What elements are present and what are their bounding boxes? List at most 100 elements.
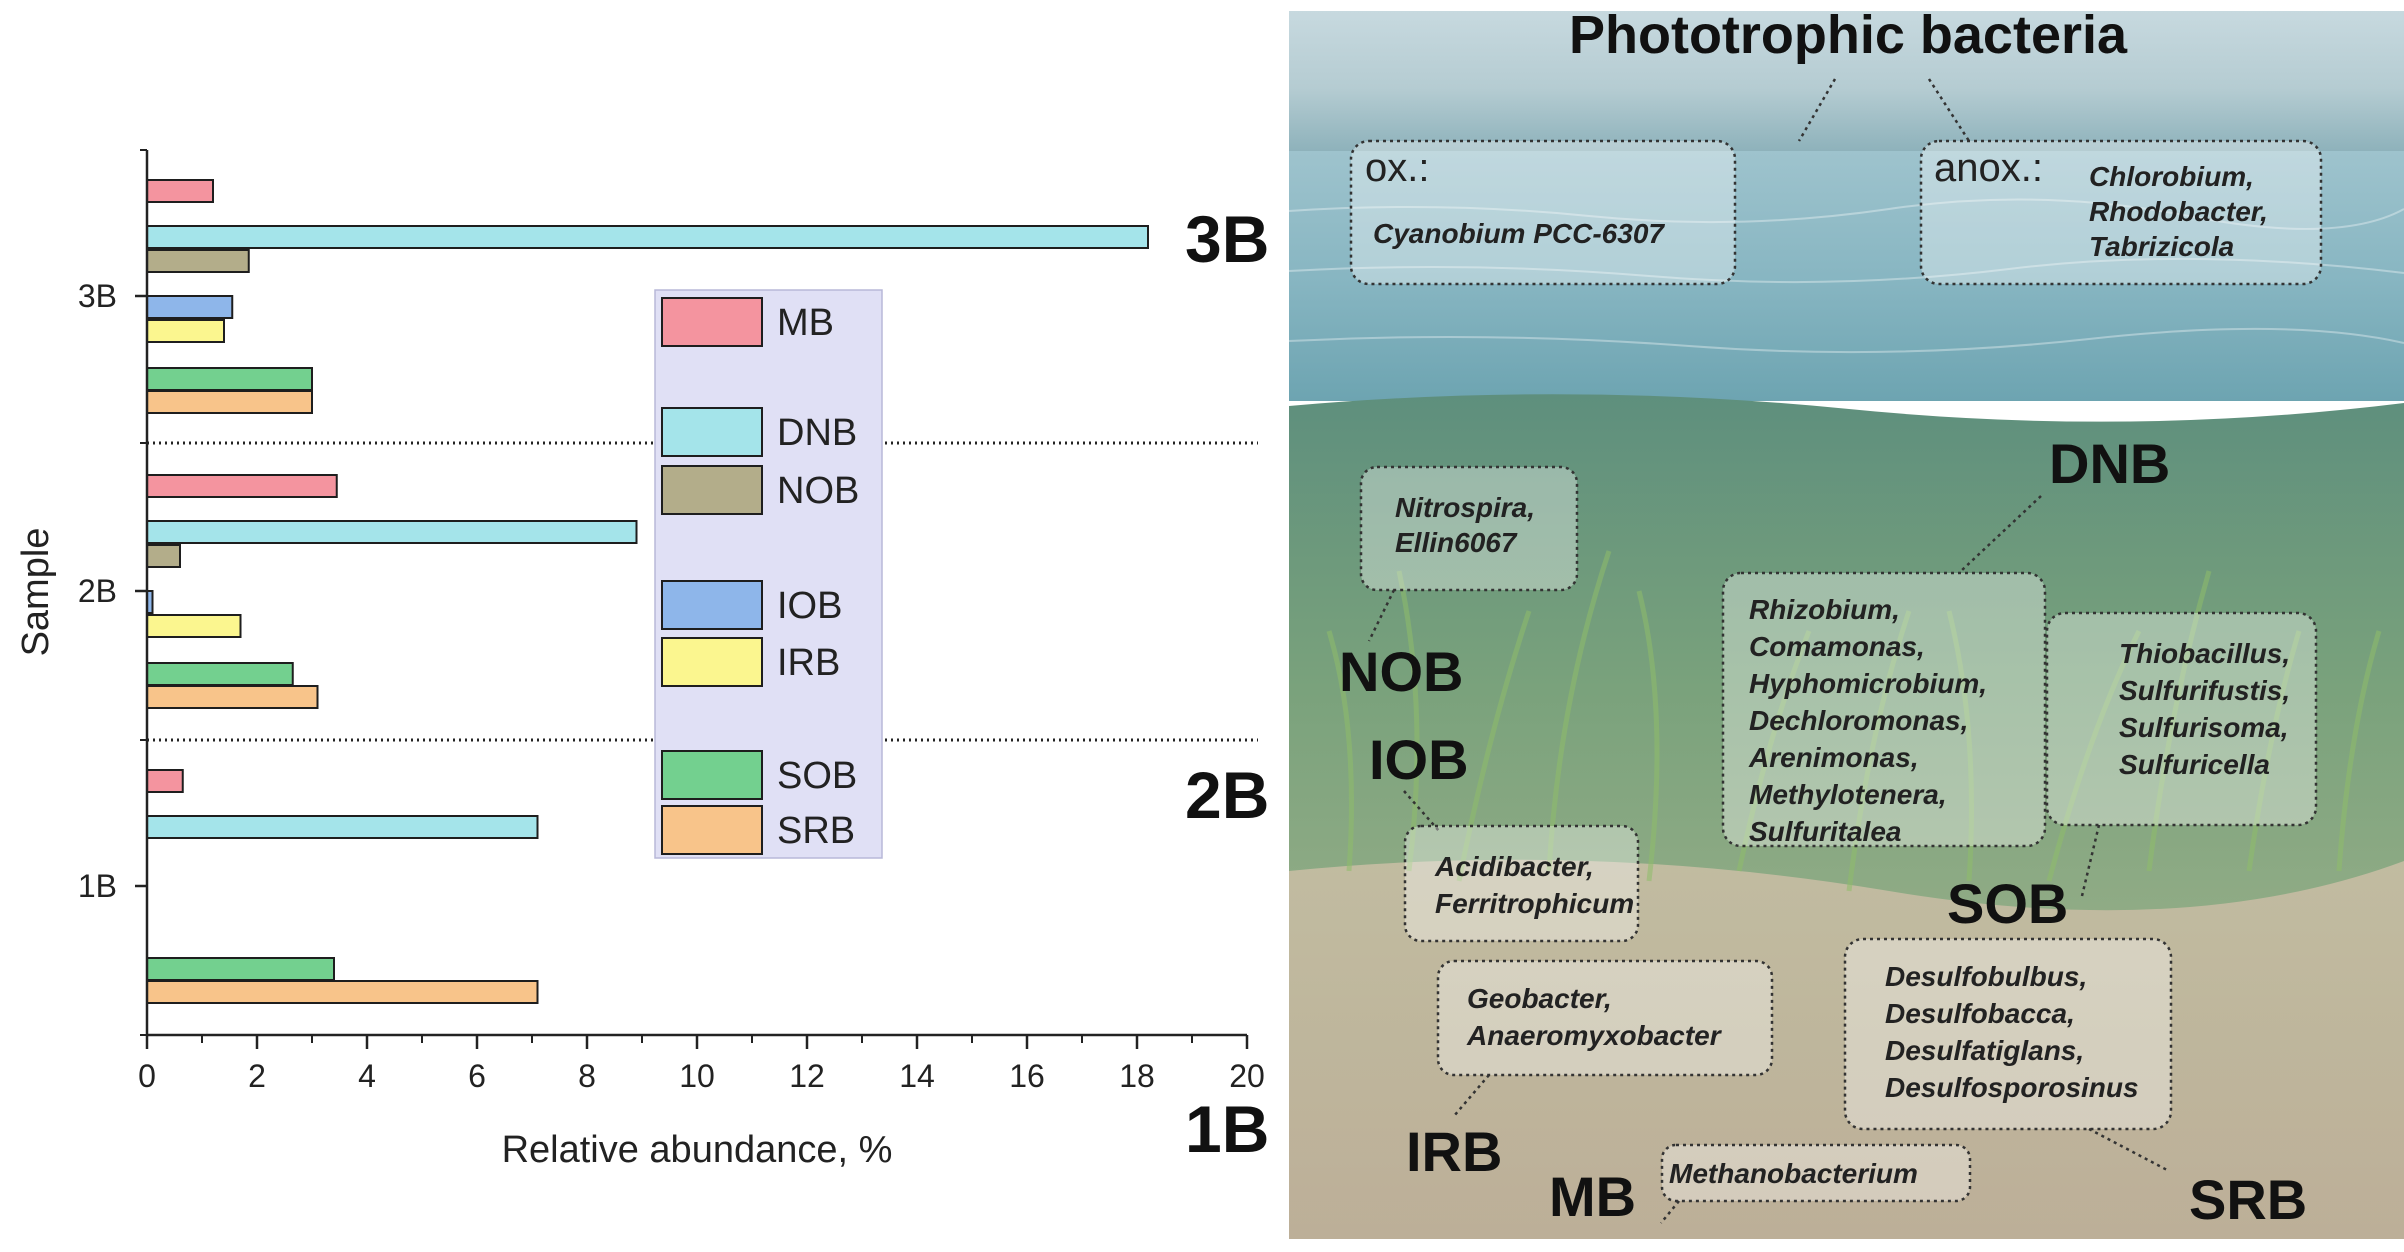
x-tick-label: 0 xyxy=(138,1058,156,1094)
y-axis-title: Sample xyxy=(15,528,57,657)
seagrass xyxy=(1326,550,2382,892)
surface-ripples xyxy=(1288,198,2404,354)
x-tick-label: 10 xyxy=(679,1058,715,1094)
sand-seabed xyxy=(1289,859,2404,1239)
legend-label-dnb: DNB xyxy=(777,412,857,454)
srb-taxon: Desulfosporosinus xyxy=(1885,1072,2139,1103)
bar-iob-3b xyxy=(146,295,234,319)
abundance-chart: 0 2 4 6 8 10 12 14 16 18 20 3B 2B 1B 3B 2B 1B MB DNB NOB I… xyxy=(15,149,1269,1171)
y-tick-label: 3B xyxy=(78,278,117,314)
group-label-1b: 1B xyxy=(1185,1092,1269,1166)
legend-label-sob: SOB xyxy=(777,755,857,797)
bar-sob-2b xyxy=(146,662,294,686)
y-tick-label: 2B xyxy=(78,573,117,609)
ox-taxa: Cyanobium PCC-6307 xyxy=(1373,218,1665,249)
x-tick-label: 2 xyxy=(248,1058,266,1094)
x-tick-label: 16 xyxy=(1009,1058,1045,1094)
legend-label-irb: IRB xyxy=(777,642,840,684)
dnb-taxon: Arenimonas, xyxy=(1748,742,1919,773)
srb-taxon: Desulfobulbus, xyxy=(1885,961,2087,992)
group-label-2b: 2B xyxy=(1185,758,1269,832)
bar-dnb-2b xyxy=(146,520,638,544)
bar-mb-1b xyxy=(146,769,184,793)
water-surface xyxy=(1289,151,2404,401)
x-tick-label: 12 xyxy=(789,1058,825,1094)
srb-taxon: Desulfobacca, xyxy=(1885,998,2075,1029)
dnb-taxa: Rhizobium, Comamonas, Hyphomicrobium, De… xyxy=(1748,594,1995,847)
bar-sob-1b xyxy=(146,957,335,981)
iob-taxa: Acidibacter, Ferritrophicum xyxy=(1434,851,1634,919)
iob-pointer xyxy=(1403,790,1440,832)
bar-dnb-3b xyxy=(146,225,1149,249)
legend-swatch-irb xyxy=(661,637,763,687)
iob-taxon: Acidibacter, xyxy=(1434,851,1594,882)
nob-callout xyxy=(1359,465,1579,592)
dnb-taxon: Rhizobium, xyxy=(1749,594,1900,625)
anox-pointer xyxy=(1927,78,1971,142)
dnb-taxon: Sulfuritalea xyxy=(1749,816,1901,847)
y-tick-label: 1B xyxy=(78,868,117,904)
group-label-3b: 3B xyxy=(1185,202,1269,276)
srb-pointer xyxy=(2088,1127,2170,1173)
bar-mb-3b xyxy=(146,179,214,203)
legend-swatch-mb xyxy=(661,297,763,347)
srb-callout xyxy=(1843,937,2173,1131)
legend-swatch-nob xyxy=(661,465,763,515)
ox-callout xyxy=(1349,139,1737,286)
iob-taxon: Ferritrophicum xyxy=(1435,888,1634,919)
x-tick-label: 6 xyxy=(468,1058,486,1094)
sob-taxon: Sulfurifustis, xyxy=(2119,675,2290,706)
sky-background xyxy=(1289,11,2404,151)
bar-irb-2b xyxy=(146,614,242,638)
irb-label: IRB xyxy=(1406,1120,1502,1183)
srb-label: SRB xyxy=(2189,1168,2307,1231)
iob-label: IOB xyxy=(1369,728,1469,791)
sob-callout xyxy=(2045,611,2318,827)
sob-taxon: Sulfuricella xyxy=(2119,749,2270,780)
legend-label-mb: MB xyxy=(777,302,834,344)
irb-taxon: Geobacter, xyxy=(1467,983,1612,1014)
mb-pointer xyxy=(1660,1200,1680,1224)
sob-pointer xyxy=(2080,824,2101,897)
irb-pointer xyxy=(1453,1074,1490,1117)
irb-taxa: Geobacter, Anaeromyxobacter xyxy=(1466,983,1723,1051)
scene-title: Phototrophic bacteria xyxy=(1569,11,2128,65)
x-tick-label: 14 xyxy=(899,1058,935,1094)
x-tick-label: 20 xyxy=(1229,1058,1265,1094)
ecosystem-svg: Phototrophic bacteria ox.: Cyanobium PCC… xyxy=(1288,5,2404,1240)
anox-label: anox.: xyxy=(1934,146,2043,190)
mb-taxa: Methanobacterium xyxy=(1669,1158,1918,1189)
ecosystem-illustration: Phototrophic bacteria ox.: Cyanobium PCC… xyxy=(1288,5,2404,1240)
nob-pointer xyxy=(1367,589,1396,642)
bar-nob-3b xyxy=(146,249,250,273)
nob-taxon: Nitrospira, xyxy=(1395,492,1535,523)
sob-taxon: Thiobacillus, xyxy=(2119,638,2290,669)
ox-label: ox.: xyxy=(1365,146,1429,190)
x-tick-label: 4 xyxy=(358,1058,376,1094)
anox-taxon: Tabrizicola xyxy=(2089,231,2234,262)
legend-label-srb: SRB xyxy=(777,810,855,852)
iob-callout xyxy=(1403,824,1640,943)
chart-svg: 0 2 4 6 8 10 12 14 16 18 20 3B 2B 1B 3B 2B 1B MB DNB NOB I… xyxy=(15,149,1269,1171)
x-tick-label: 8 xyxy=(578,1058,596,1094)
dnb-pointer xyxy=(1960,495,2042,572)
anox-taxa: Chlorobium, Rhodobacter, Tabrizicola xyxy=(2089,161,2276,262)
bar-srb-1b xyxy=(146,980,539,1004)
legend-label-nob: NOB xyxy=(777,470,859,512)
legend-swatch-sob xyxy=(661,750,763,800)
legend-swatch-iob xyxy=(661,580,763,630)
mb-label: MB xyxy=(1549,1165,1636,1228)
dnb-callout xyxy=(1721,571,2047,848)
nob-taxa: Nitrospira, Ellin6067 xyxy=(1395,492,1543,558)
dnb-taxon: Comamonas, xyxy=(1749,631,1925,662)
dnb-taxon: Methylotenera, xyxy=(1749,779,1947,810)
bar-sob-3b xyxy=(146,367,313,391)
bar-srb-3b xyxy=(146,390,313,414)
anox-taxon: Rhodobacter, xyxy=(2089,196,2268,227)
legend-swatch-srb xyxy=(661,805,763,855)
ox-pointer xyxy=(1797,78,1837,142)
legend-swatch-dnb xyxy=(661,407,763,457)
bar-nob-2b xyxy=(146,544,181,568)
x-tick-label: 18 xyxy=(1119,1058,1155,1094)
anox-callout xyxy=(1919,139,2323,286)
